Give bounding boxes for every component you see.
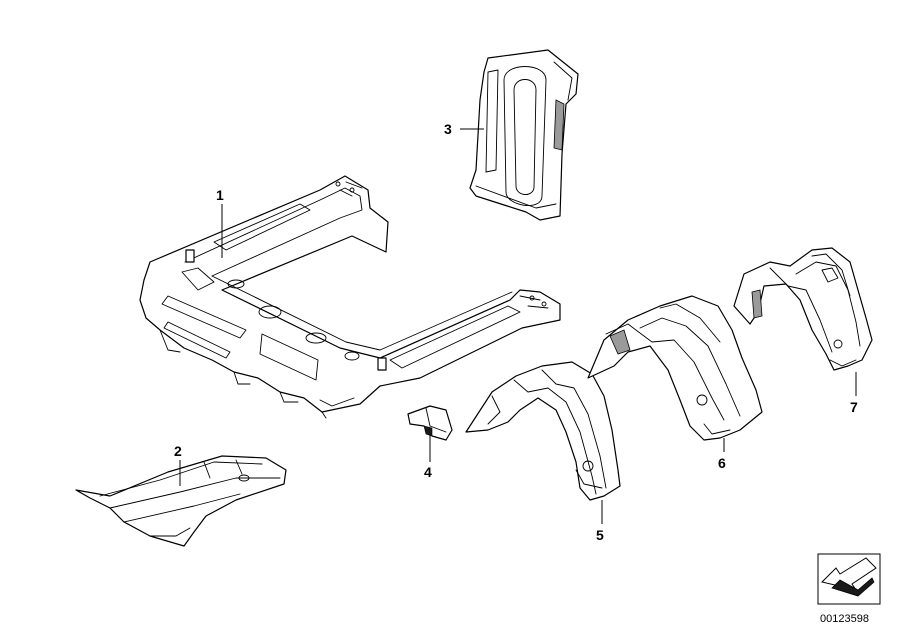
callout-3: 3 xyxy=(444,121,484,137)
callout-5-label: 5 xyxy=(596,527,604,543)
part-6-shell[interactable] xyxy=(587,295,763,441)
drawing-reference: 00123598 xyxy=(817,553,881,625)
callout-7-label: 7 xyxy=(850,399,858,415)
callout-2-label: 2 xyxy=(174,443,182,459)
part-1-frame[interactable] xyxy=(139,175,561,419)
part-5-shell[interactable] xyxy=(465,361,621,501)
callout-7: 7 xyxy=(850,372,858,415)
callout-4: 4 xyxy=(424,434,432,480)
part-4-clip[interactable] xyxy=(407,405,453,441)
part-2-plate[interactable] xyxy=(75,455,287,547)
callout-3-label: 3 xyxy=(444,121,452,137)
callout-5: 5 xyxy=(596,500,604,543)
arrow-icon xyxy=(821,557,877,597)
callout-6-label: 6 xyxy=(718,455,726,471)
part-3-bracket[interactable] xyxy=(469,49,579,221)
callout-1-label: 1 xyxy=(216,187,224,203)
callout-2: 2 xyxy=(174,443,182,486)
callout-6: 6 xyxy=(718,438,726,471)
callout-1: 1 xyxy=(216,187,224,258)
part-7-shell[interactable] xyxy=(733,247,873,371)
drawing-number: 00123598 xyxy=(820,613,869,625)
callout-4-label: 4 xyxy=(424,464,432,480)
